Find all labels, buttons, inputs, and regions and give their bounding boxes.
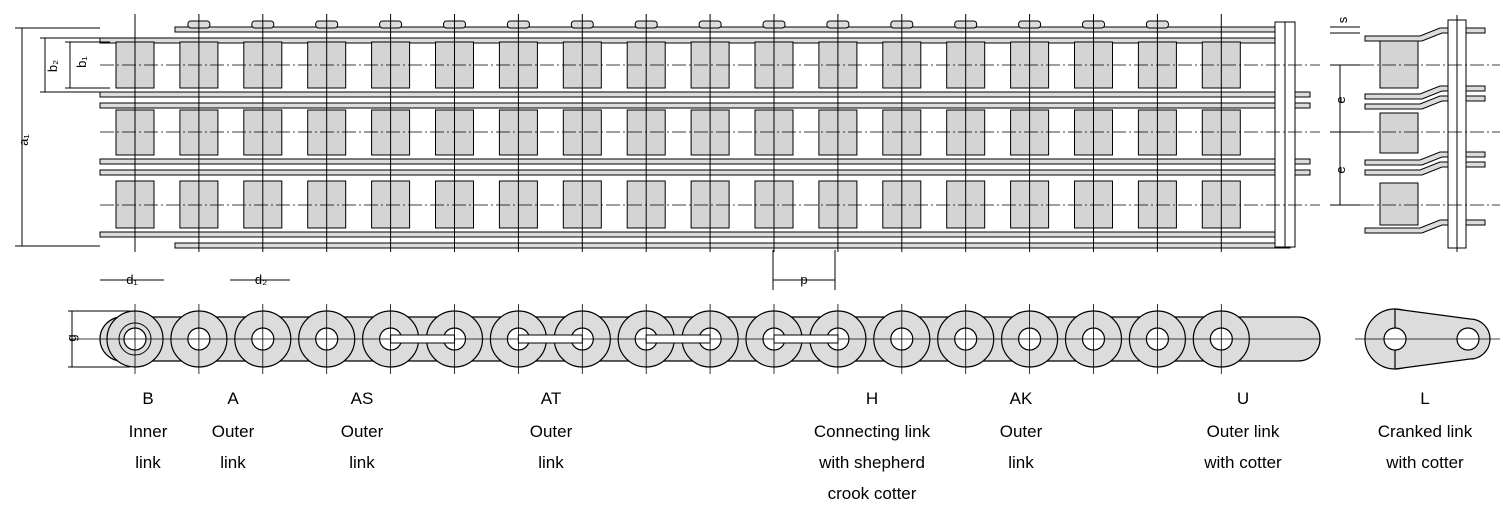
caption-line: link — [349, 453, 375, 472]
cranked-roller — [1379, 39, 1419, 89]
caption-line: link — [135, 453, 161, 472]
plate-bar — [174, 242, 1291, 249]
caption-code: AS — [351, 389, 374, 408]
chain-side-view — [70, 304, 1500, 374]
plate-bar — [99, 91, 1311, 98]
caption-line: Outer — [341, 422, 384, 441]
caption-code: H — [866, 389, 878, 408]
caption-ak: AK Outer link — [1000, 389, 1043, 472]
cranked-link-top-view — [1360, 15, 1500, 252]
plate-bar — [99, 231, 1281, 238]
plate-bar — [99, 102, 1311, 109]
caption-at: AT Outer link — [530, 389, 573, 472]
inner-link-bushing — [118, 322, 152, 356]
caption-line: with cotter — [1203, 453, 1282, 472]
caption-h: H Connecting link with shepherd crook cotte… — [814, 389, 931, 503]
dim-b2-label: b₂ — [45, 60, 60, 72]
caption-line: Outer link — [1207, 422, 1280, 441]
caption-a: A Outer link — [212, 389, 255, 472]
link-type-captions: B Inner link A Outer link AS Outer link AT Outer li… — [129, 389, 1473, 503]
spring-clip — [517, 334, 583, 344]
spring-clip — [773, 334, 839, 344]
caption-line: link — [220, 453, 246, 472]
caption-line: Inner — [129, 422, 168, 441]
caption-line: link — [1008, 453, 1034, 472]
plate-bar — [99, 169, 1311, 176]
caption-code: A — [227, 389, 239, 408]
plate-bar — [99, 158, 1311, 165]
caption-l: L Cranked link with cotter — [1378, 389, 1473, 472]
cranked-roller — [1379, 182, 1419, 226]
caption-line: crook cotter — [828, 484, 917, 503]
dimension-annotations: a₁ b₂ b₁ d₁ d₂ p g s e e — [15, 16, 1360, 368]
caption-line: Connecting link — [814, 422, 931, 441]
caption-code: B — [142, 389, 153, 408]
cranked-plate — [1364, 27, 1486, 42]
caption-u: U Outer link with cotter — [1203, 389, 1282, 472]
cranked-roller — [1379, 112, 1419, 154]
dim-a1-label: a₁ — [16, 134, 31, 146]
spring-clip — [390, 334, 456, 344]
triple-strand-top-view — [99, 14, 1320, 252]
caption-b: B Inner link — [129, 389, 168, 472]
plate-bar — [174, 26, 1291, 33]
caption-code: AT — [541, 389, 561, 408]
spring-clip — [645, 334, 711, 344]
caption-line: Outer — [530, 422, 573, 441]
caption-line: Cranked link — [1378, 422, 1473, 441]
caption-code: L — [1420, 389, 1429, 408]
caption-code: AK — [1010, 389, 1033, 408]
caption-line: Outer — [212, 422, 255, 441]
caption-line: with shepherd — [818, 453, 925, 472]
dim-b1-label: b₁ — [74, 56, 89, 68]
caption-line: Outer — [1000, 422, 1043, 441]
caption-line: with cotter — [1385, 453, 1464, 472]
caption-code: U — [1237, 389, 1249, 408]
caption-as: AS Outer link — [341, 389, 384, 472]
dim-s-label: s — [1335, 16, 1350, 23]
caption-line: link — [538, 453, 564, 472]
